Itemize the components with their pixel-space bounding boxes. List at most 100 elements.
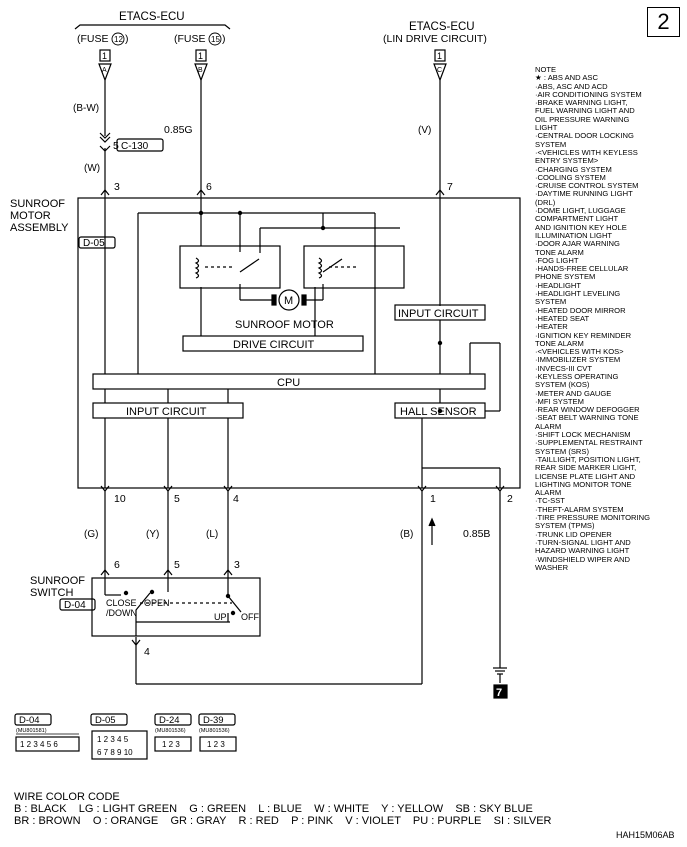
pin-bottom-10: 10 xyxy=(114,493,126,505)
pin-bottom-4: 4 xyxy=(233,493,239,505)
legend-d39-pins: 1 2 3 xyxy=(207,740,225,749)
note-item: ·TRUNK LID OPENER xyxy=(535,529,612,539)
etacs-ecu-bracket xyxy=(74,24,231,30)
note-list: ★ : ABS AND ASC·ABS, ASC AND ACD·AIR CON… xyxy=(535,73,685,572)
legend-d39-part: (MU801536) xyxy=(199,728,230,734)
note-item: ·HANDS-FREE CELLULAR PHONE SYSTEM xyxy=(535,264,629,282)
fuse12-label: (FUSE xyxy=(77,33,109,45)
figure-id: HAH15M06AB xyxy=(616,830,675,840)
drive-circuit-block xyxy=(182,335,364,352)
wire-085b-label: 0.85B xyxy=(463,528,490,540)
note-item: ·REAR WINDOW DEFOGGER xyxy=(535,405,640,415)
wire-y-label: (Y) xyxy=(146,529,159,540)
wire-b-label: (B) xyxy=(400,529,413,540)
terminal-b xyxy=(194,63,208,82)
motor-assembly-box xyxy=(77,197,521,489)
note-item: ·IGNITION KEY REMINDER TONE ALARM xyxy=(535,330,632,348)
etacs-ecu-right-label: ETACS-ECU xyxy=(409,21,475,33)
up-label: UP xyxy=(214,612,227,622)
legend-d05-id: D-05 xyxy=(95,715,116,726)
motor-assembly-title-2: MOTOR xyxy=(10,210,51,222)
note-item: ·HEADLIGHT LEVELING SYSTEM xyxy=(535,289,621,307)
legend-d24-id: D-24 xyxy=(159,715,180,726)
note-item: ·HEADLIGHT xyxy=(535,280,581,290)
note-item: ·<VEHICLES WITH KEYLESS ENTRY SYSTEM> xyxy=(535,147,638,166)
input-circuit-right-block xyxy=(394,304,486,321)
note-item: ·SHIFT LOCK MECHANISM xyxy=(535,430,631,440)
note-item: ·IMMOBILIZER SYSTEM xyxy=(535,355,621,365)
terminal-letter-c: C xyxy=(437,67,442,74)
drive-circuit-label: DRIVE CIRCUIT xyxy=(233,339,315,351)
note-item: ·INVECS-III CVT xyxy=(535,363,592,373)
sunroof-switch-connector: D-04 xyxy=(64,600,86,611)
wire-color-code-line1: B : BLACK LG : LIGHT GREEN G : GREEN L :… xyxy=(14,803,533,815)
fuse12-number: 12 xyxy=(114,35,123,44)
open-label: OPEN xyxy=(144,598,170,608)
pin-box-b: 1 xyxy=(198,51,203,61)
cpu-block xyxy=(92,373,486,390)
motor-m-glyph: M xyxy=(284,295,293,307)
note-item: ·DOOR AJAR WARNING TONE ALARM xyxy=(535,239,620,257)
pin-bottom-1: 1 xyxy=(430,493,436,505)
junction-connector: C-130 xyxy=(121,141,149,152)
close-down-label-1: CLOSE xyxy=(106,598,137,608)
fuse15-label: (FUSE xyxy=(174,33,206,45)
wire-color-code-line2: BR : BROWN O : ORANGE GR : GRAY R : RED … xyxy=(14,815,552,827)
wire-color-code: WIRE COLOR CODE B : BLACK LG : LIGHT GRE… xyxy=(14,791,674,827)
terminal-c xyxy=(433,63,447,82)
legend-d04-part: (MU801581) xyxy=(16,728,47,734)
page-number: 2 xyxy=(647,7,680,37)
legend-d05-pins-row1: 1 2 3 4 5 xyxy=(97,735,129,744)
cpu-label: CPU xyxy=(277,377,300,389)
wire-g-label: (G) xyxy=(84,529,98,540)
legend-d39-id: D-39 xyxy=(203,715,224,726)
pin-box-c: 1 xyxy=(437,51,442,61)
motor-assembly-title-3: ASSEMBLY xyxy=(10,222,69,234)
note-item: ·HEATER xyxy=(535,322,568,332)
wire-v-label: (V) xyxy=(418,125,431,136)
note-item: ·WINDSHIELD WIPER AND WASHER xyxy=(535,554,630,572)
legend-d24-pins: 1 2 3 xyxy=(162,740,180,749)
pin-box-a: 1 xyxy=(102,51,107,61)
note-item: ·AIR CONDITIONING SYSTEM xyxy=(535,89,642,99)
note-item: ·<VEHICLES WITH KOS> xyxy=(535,347,624,357)
switch-pin-4: 4 xyxy=(144,646,150,658)
sunroof-switch-title-1: SUNROOF xyxy=(30,575,85,587)
motor-symbol xyxy=(278,289,300,311)
motor-assembly-connector: D-05 xyxy=(83,238,105,249)
sunroof-motor-label: SUNROOF MOTOR xyxy=(235,319,334,331)
sunroof-switch-title-2: SWITCH xyxy=(30,587,73,599)
fuse15-close: ) xyxy=(222,33,226,45)
note-item: ★ : ABS AND ASC xyxy=(535,73,598,83)
legend-d04-id: D-04 xyxy=(19,715,40,726)
note-item: ·TURN-SIGNAL LIGHT AND HAZARD WARNING LI… xyxy=(535,537,631,556)
note-item: ·METER AND GAUGE xyxy=(535,388,612,398)
wire-l-label: (L) xyxy=(206,529,218,540)
note-item: ·CRUISE CONTROL SYSTEM xyxy=(535,181,639,191)
switch-pin-6: 6 xyxy=(114,559,120,571)
wire-b-w-label: (B-W) xyxy=(73,103,99,114)
lin-drive-label: (LIN DRIVE CIRCUIT) xyxy=(383,33,487,45)
note-item: ·MFI SYSTEM xyxy=(535,396,584,406)
note-item: ·HEATED DOOR MIRROR xyxy=(535,305,626,315)
off-label: OFF xyxy=(241,612,259,622)
switch-pin-5: 5 xyxy=(174,559,180,571)
ground-number: 7 xyxy=(496,687,502,699)
pin-bottom-5: 5 xyxy=(174,493,180,505)
note-item: ·CENTRAL DOOR LOCKING SYSTEM xyxy=(535,131,634,149)
fuse12-close: ) xyxy=(125,33,129,45)
note-panel: NOTE ★ : ABS AND ASC·ABS, ASC AND ACD·AI… xyxy=(535,65,685,572)
terminal-a xyxy=(98,63,112,82)
pin-top-6: 6 xyxy=(206,181,212,193)
wire-085g-label: 0.85G xyxy=(164,124,193,136)
input-circuit-left-label: INPUT CIRCUIT xyxy=(126,406,207,418)
note-item: ·TAILLIGHT, POSITION LIGHT, REAR SIDE MA… xyxy=(535,454,641,498)
etacs-ecu-left-label: ETACS-ECU xyxy=(119,11,185,23)
note-item: ·THEFT-ALARM SYSTEM xyxy=(535,504,624,514)
note-item: ·BRAKE WARNING LIGHT, FUEL WARNING LIGHT… xyxy=(535,98,635,133)
sunroof-switch-box xyxy=(91,577,261,637)
note-item: ·KEYLESS OPERATING SYSTEM (KOS) xyxy=(535,371,619,390)
terminal-letter-a: A xyxy=(102,67,107,74)
pin-top-3: 3 xyxy=(114,181,120,193)
note-item: ·TC-SST xyxy=(535,496,565,506)
